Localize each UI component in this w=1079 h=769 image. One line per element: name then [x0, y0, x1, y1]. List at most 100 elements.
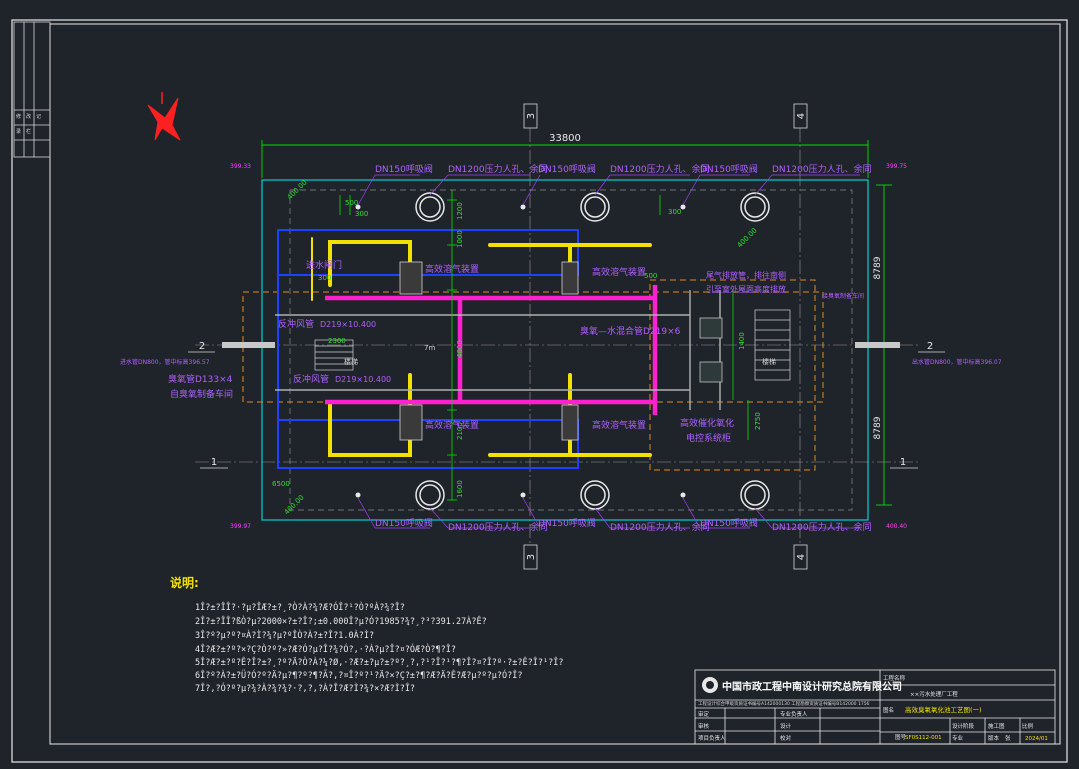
z-label-bl: 400.00 [283, 493, 306, 516]
revision-label-3: 录 [16, 128, 21, 135]
elev-tl: 399.33 [230, 163, 251, 170]
dim-height-lower: 8789 [873, 416, 883, 439]
project-label: 工程名称 [883, 674, 906, 682]
equipment-unit-1 [699, 317, 723, 339]
drawing-number: SF0S112-001 [905, 735, 942, 741]
label-outlet-note: 出水管DN800，管中标高396.07 [912, 358, 1002, 366]
axis-label-2-right: 2 [927, 341, 933, 352]
revision-label-0: 修 [16, 113, 21, 120]
label-right-note: 接臭氧制备车间 [822, 292, 864, 300]
axis-label-3-bottom: 3 [526, 554, 537, 560]
dim-1200: 1200 [456, 202, 464, 220]
note-line-1: 1Î?±?ÎÎ?·?µ?ÎÆ?±?¸?Ò?À?¾?Æ?ÓÎ?¹?Ò?ºÀ?¾?Î… [195, 601, 405, 613]
inner-frame [49, 23, 1061, 745]
version-label: 版本 [988, 734, 1000, 742]
elev-tr: 399.75 [886, 163, 907, 170]
vent-3-icon [680, 204, 686, 210]
equipment-room-outline [649, 279, 816, 471]
axis-label-1-left: 1 [211, 457, 217, 468]
label-control-2: 电控系统柜 [686, 432, 731, 444]
manhole-5-icon [580, 480, 610, 510]
dim-overall-width: 33800 [549, 133, 581, 144]
note-line-4: 4Î?Æ?±?º?×?Ç?Ò?º?»?Æ?Ó?µ?Î?¾?Ó?,·?À?µ?Î?… [195, 643, 456, 655]
axis-label-4-bottom: 4 [796, 554, 807, 560]
label-vent-bottom-1: DN150呼吸阀 [375, 518, 433, 529]
label-manhole-bottom-1: DN1200压力人孔、余同 [448, 521, 548, 533]
dim-center: 4000 [456, 340, 464, 358]
drawing-title: 高效臭氧氧化池工艺图(一) [905, 705, 982, 714]
label-ozone-mix-pipe: 臭氧—水混合管D219×6 [580, 325, 681, 337]
scale-label: 比例 [1022, 722, 1034, 730]
label-manhole-bottom-2: DN1200压力人孔、余同 [610, 521, 710, 533]
vent-2-icon [520, 204, 526, 210]
phase-label: 设计阶段 [952, 722, 975, 730]
revision-label-1: 改 [26, 113, 31, 120]
company-name: 中国市政工程中南设计研究总院有限公司 [722, 680, 902, 693]
dim-2300: 2300 [328, 337, 346, 345]
dim-500b: 500 [644, 272, 657, 280]
axis-label-1-right: 1 [900, 457, 906, 468]
drawing-date: 2024/01 [1025, 736, 1048, 742]
label-stairs-left: 楼梯 [344, 357, 358, 366]
dim-2100: 2100 [456, 422, 464, 440]
elev-bl: 399.97 [230, 523, 251, 530]
axis-bubble-4-top [793, 103, 808, 129]
note-line-7: 7Î?,?Ó?º?µ?¾?À?¾?¾?·?,?,?À?Î?Æ?Ì?¾?×?Æ?Ì… [195, 682, 415, 694]
label-tail-gas-2: 引至室外屋面高度排放 [706, 284, 786, 294]
stairs-left [314, 339, 354, 371]
dim-500: 500 [345, 199, 358, 207]
axis-label-2-left: 2 [199, 341, 205, 352]
manhole-4-icon [415, 480, 445, 510]
inner-wall [289, 189, 853, 511]
label-vent-bottom-2: DN150呼吸阀 [538, 518, 596, 529]
approve-label: 审定 [698, 710, 710, 718]
label-ozone-nozzle-1: 高效溶气装置 [425, 263, 479, 275]
dim-1000: 1000 [456, 230, 464, 248]
label-manhole-top-3: DN1200压力人孔、余同 [772, 163, 872, 175]
specialty2-label: 专业 [952, 734, 964, 742]
nozzle-box-2 [561, 261, 579, 295]
check-label: 校对 [780, 734, 792, 742]
label-control: 高效催化氧化 [680, 417, 734, 429]
vent-1-icon [355, 204, 361, 210]
axis-label-4-top: 4 [796, 113, 807, 119]
note-line-6: 6Î?º?À?±?Ü?Ó?º?Ä?µ?¶?º?¶?Ã?,?¤Î?º?¹?Ä?×?… [195, 669, 523, 681]
label-backflush-1: 反冲风管 [278, 318, 314, 330]
label-pipe-spec-2: D219×10.400 [335, 375, 391, 384]
dim-7m: 7m [424, 344, 435, 352]
title-block [694, 669, 1056, 745]
dim-2750: 2750 [754, 412, 762, 430]
yellow-pipes [311, 237, 652, 457]
label-backflush-2: 反冲风管 [293, 373, 329, 385]
tank-outline [261, 179, 869, 521]
dim-1600: 1600 [456, 480, 464, 498]
outer-frame [11, 19, 1068, 763]
inner-dimensions [339, 190, 749, 501]
manhole-3-icon [740, 192, 770, 222]
dim-300c: 300 [318, 274, 331, 282]
equipment-unit-2 [699, 361, 723, 383]
project-name: ××污水处理厂工程 [910, 690, 958, 698]
dim-6500: 6500 [272, 480, 290, 488]
nozzle-box-1 [399, 261, 423, 295]
label-manhole-top-2: DN1200压力人孔、余同 [610, 163, 710, 175]
label-ozone-nozzle-2: 高效溶气装置 [592, 266, 646, 278]
notes-heading: 说明: [170, 575, 199, 590]
design-label: 设计 [780, 722, 792, 730]
vent-4-icon [355, 492, 361, 498]
drawing-label: 图名 [883, 706, 894, 714]
nozzle-box-3 [399, 404, 423, 441]
revision-label-4: 栏 [26, 128, 31, 135]
gallery-outline [242, 291, 824, 403]
axis-bubble-3-bottom [523, 544, 538, 570]
axis-bubble-4-bottom [793, 544, 808, 570]
label-ozone-pipe: 臭氧管D133×4 [168, 373, 233, 385]
label-vent-bottom-3: DN150呼吸阀 [700, 518, 758, 529]
gray-piping [222, 290, 900, 410]
magenta-pipes [325, 285, 658, 415]
company-cert: 工程设计综合甲级资质证书编号A142000130 工程勘察资质证书编号B1420… [698, 700, 870, 707]
dim-300: 300 [355, 210, 368, 218]
dim-1400: 1400 [738, 332, 746, 350]
vent-5-icon [520, 492, 526, 498]
